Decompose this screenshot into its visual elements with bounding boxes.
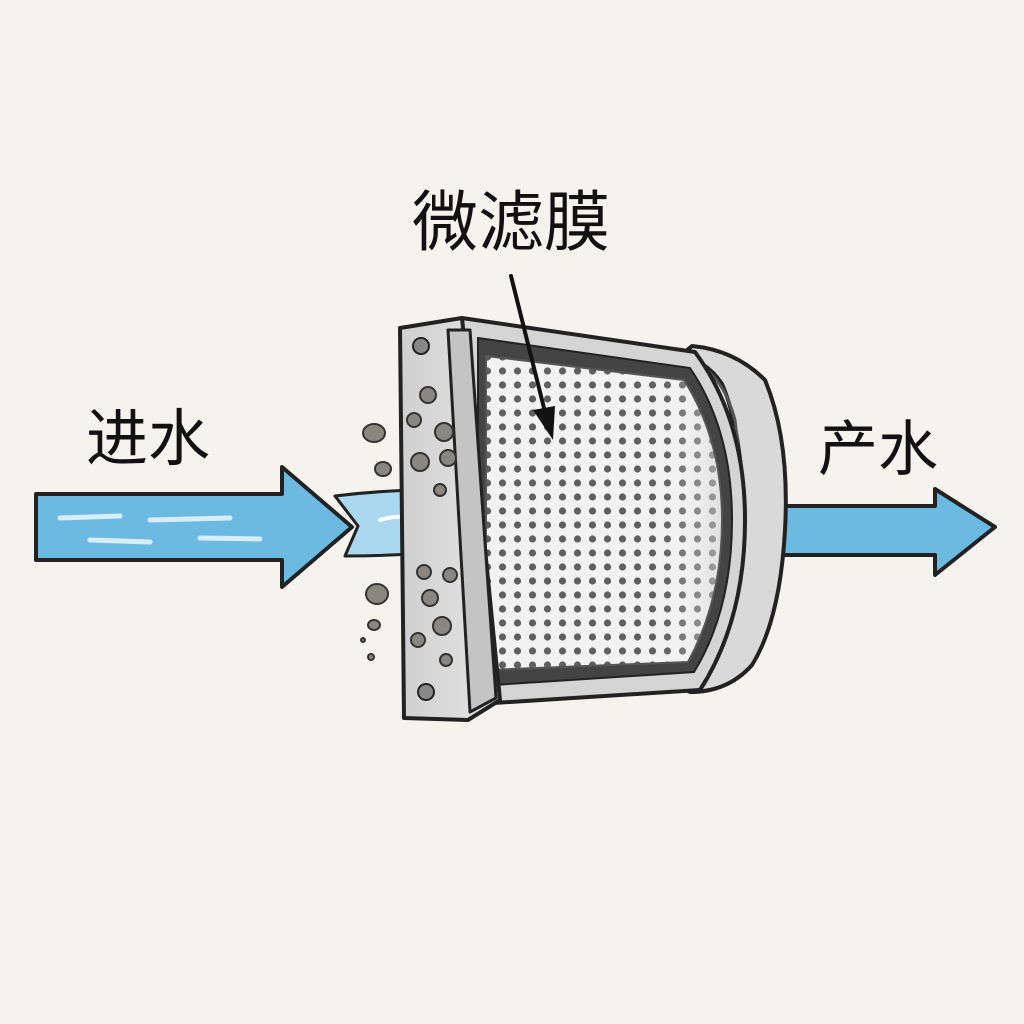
inlet-label: 进水 <box>86 402 211 475</box>
filter-inlet-flange <box>398 316 502 722</box>
outlet-label: 产水 <box>818 415 938 485</box>
outlet-arrow <box>768 487 997 577</box>
membrane-mesh <box>485 354 724 672</box>
membrane-pointer <box>509 274 555 440</box>
inlet-arrow <box>34 465 354 589</box>
trapped-particles <box>406 386 458 667</box>
membrane-label: 微滤膜 <box>412 184 610 261</box>
rejected-particles <box>360 423 392 661</box>
